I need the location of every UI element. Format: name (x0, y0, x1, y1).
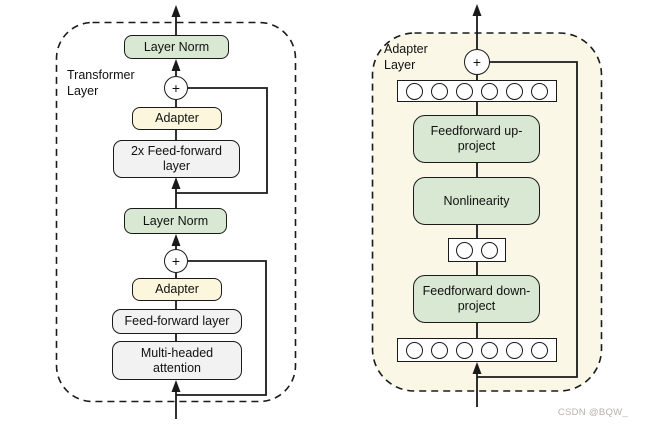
transformer-layer-boundary (55, 21, 297, 403)
feature-unit-circle (431, 341, 448, 359)
feature-unit-circle (406, 341, 423, 359)
bottleneck-feature-vector (448, 238, 506, 262)
layer-norm-bottom-box: Layer Norm (124, 208, 227, 234)
feedforward-up-project-box: Feedforward up-project (413, 115, 540, 163)
feedforward-2x-box: 2x Feed-forward layer (113, 140, 240, 178)
bottom-feature-vector (397, 338, 557, 362)
feature-unit-circle (456, 341, 473, 359)
adapter-layer-label: Adapter Layer (384, 42, 428, 73)
feature-unit-circle (456, 241, 474, 259)
feature-unit-circle (506, 82, 523, 100)
layernorm-to-ff2x-arrowhead (171, 177, 181, 189)
layer-norm-top-box: Layer Norm (124, 35, 229, 59)
left-upper-skip-connection (176, 87, 268, 194)
feature-unit-circle (531, 82, 548, 100)
left-plus-to-layernorm-arrowhead (171, 59, 181, 71)
left-lower-skip-connection (176, 260, 267, 396)
left-plus2-to-layernorm-arrowhead (171, 234, 181, 246)
feedforward-layer-box: Feed-forward layer (112, 309, 242, 334)
watermark: CSDN @BQW_ (557, 407, 628, 418)
right-output-arrowhead (472, 4, 482, 16)
feature-unit-circle (456, 82, 473, 100)
adapter-bottom-box: Adapter (132, 278, 222, 301)
adapter-residual-add-circle: + (464, 49, 490, 75)
feature-unit-circle (480, 241, 498, 259)
residual-add-top-circle: + (164, 76, 188, 100)
feature-unit-circle (481, 341, 498, 359)
residual-add-bottom-circle: + (164, 249, 188, 273)
adapter-top-box: Adapter (132, 107, 222, 130)
feature-unit-circle (531, 341, 548, 359)
transformer-layer-label: Transformer Layer (67, 68, 135, 99)
top-feature-vector (397, 80, 557, 102)
feature-unit-circle (481, 82, 498, 100)
left-input-arrowhead (171, 380, 181, 392)
multi-headed-attention-box: Multi-headed attention (112, 341, 242, 380)
feature-unit-circle (431, 82, 448, 100)
nonlinearity-box: Nonlinearity (413, 177, 540, 225)
left-output-arrowhead (171, 5, 181, 17)
feature-unit-circle (506, 341, 523, 359)
adapter-skip-connection (477, 61, 578, 378)
feature-unit-circle (406, 82, 423, 100)
feedforward-down-project-box: Feedforward down-project (413, 275, 540, 323)
right-input-arrowhead (472, 362, 482, 374)
